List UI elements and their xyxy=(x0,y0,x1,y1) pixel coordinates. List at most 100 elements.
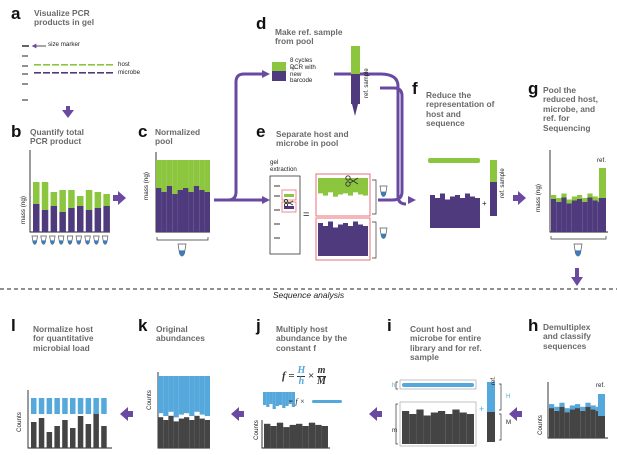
bar-microbe xyxy=(363,178,368,196)
bar-host xyxy=(549,408,555,438)
bracket-icon xyxy=(499,383,502,411)
bar-host xyxy=(199,190,205,232)
microbe-label: microbe xyxy=(118,69,141,76)
gel-band-microbe xyxy=(106,72,113,74)
bar-host xyxy=(264,423,271,448)
panel-letter-a: a xyxy=(11,4,21,23)
gel-band-host xyxy=(88,64,95,66)
bar-microbe xyxy=(549,404,555,409)
m-box xyxy=(399,401,477,447)
bar-host xyxy=(204,420,210,448)
panel-title-i: Count host and microbe for entire librar… xyxy=(410,324,482,363)
bar-host-scaled xyxy=(282,392,286,408)
bar-host xyxy=(101,426,107,448)
panel-letter-i: i xyxy=(387,316,392,335)
panel-letter-b: b xyxy=(11,122,22,141)
bar-microbe xyxy=(94,192,102,208)
bar-microbe xyxy=(38,398,45,414)
bar-microbe xyxy=(54,398,60,414)
gel-band-microbe xyxy=(34,72,41,74)
bar-host xyxy=(166,186,173,232)
arrow-f-g-icon xyxy=(513,191,526,205)
panel-letter-c: c xyxy=(138,122,148,141)
bar-host xyxy=(409,414,417,444)
bar-host xyxy=(38,418,45,448)
ref-tube-microbe xyxy=(490,160,497,182)
bar-host xyxy=(475,198,480,228)
bar-host xyxy=(161,192,167,232)
bar-microbe xyxy=(177,160,183,190)
gel-band-host xyxy=(52,64,59,66)
arrow-j-k-icon xyxy=(231,407,244,421)
bar-host xyxy=(587,197,593,232)
bar-host xyxy=(163,420,169,448)
bar-host xyxy=(193,186,200,232)
bar-microbe xyxy=(564,408,570,413)
bar-host xyxy=(577,199,583,232)
bracket-icon xyxy=(550,236,607,240)
ylabel-l: Counts xyxy=(16,412,23,432)
panel-title-f: Reduce the representation of host and se… xyxy=(426,90,495,129)
bar-microbe xyxy=(338,178,343,195)
bar-host-scaled xyxy=(272,392,276,409)
bar-host xyxy=(183,188,189,232)
bar-host xyxy=(571,200,577,232)
bar-host xyxy=(283,427,290,448)
bar-host xyxy=(85,424,92,448)
bar-microbe xyxy=(193,160,200,186)
bar-host xyxy=(54,426,60,448)
bar-host xyxy=(41,210,49,232)
gel-band-host xyxy=(97,64,104,66)
bar-host xyxy=(62,420,68,448)
bar-microbe xyxy=(189,376,195,416)
sequence-analysis-label: Sequence analysis xyxy=(0,290,617,300)
bar-host xyxy=(363,226,368,256)
pcr-tube-liquid xyxy=(50,240,55,245)
gel-band-microbe xyxy=(79,72,86,74)
bar-host xyxy=(333,227,338,256)
bar-host xyxy=(158,417,164,448)
h-band xyxy=(312,400,342,403)
bar-microbe xyxy=(348,178,353,196)
ylabel-h: Counts xyxy=(537,415,544,435)
ref-label-g: ref. xyxy=(597,157,606,164)
bar-microbe xyxy=(551,195,557,199)
bracket-icon xyxy=(395,381,398,390)
ref-bar-host xyxy=(598,416,605,438)
gel-band-microbe xyxy=(61,72,68,74)
bar-host xyxy=(85,210,93,232)
bar-microbe xyxy=(68,190,75,208)
pcr-tube-liquid xyxy=(380,233,387,239)
pcr-tube-liquid xyxy=(85,240,90,245)
ylabel-b: mass (ng) xyxy=(20,196,27,224)
bar-microbe xyxy=(582,198,588,202)
bar-host xyxy=(338,224,343,256)
arrow-g-h-icon xyxy=(571,268,583,286)
bar-microbe xyxy=(178,376,184,415)
bar-microbe xyxy=(585,402,591,407)
bar-microbe xyxy=(33,182,40,204)
arrow-a-b-icon xyxy=(62,106,74,118)
host-label: host xyxy=(118,61,130,68)
bar-host xyxy=(445,414,453,444)
bar-host xyxy=(585,406,591,438)
arrow-b-c-icon xyxy=(113,191,126,205)
bar-host xyxy=(70,428,76,448)
bar-host xyxy=(460,198,465,228)
panel-letter-g: g xyxy=(528,79,539,98)
arrow-to-d-icon xyxy=(262,70,270,78)
pcr-tube-liquid xyxy=(32,240,37,245)
gel-band-host xyxy=(43,64,50,66)
bar-microbe xyxy=(571,196,577,201)
bar-microbe xyxy=(158,376,164,414)
ref-sample-make xyxy=(272,46,360,116)
bar-microbe xyxy=(59,190,66,212)
bar-host xyxy=(173,421,179,448)
pcr-tube-liquid xyxy=(94,240,99,245)
bar-host xyxy=(459,412,467,444)
bar-host-scaled xyxy=(266,392,270,407)
pcr-tube-liquid xyxy=(179,250,185,256)
bar-microbe xyxy=(85,398,92,414)
